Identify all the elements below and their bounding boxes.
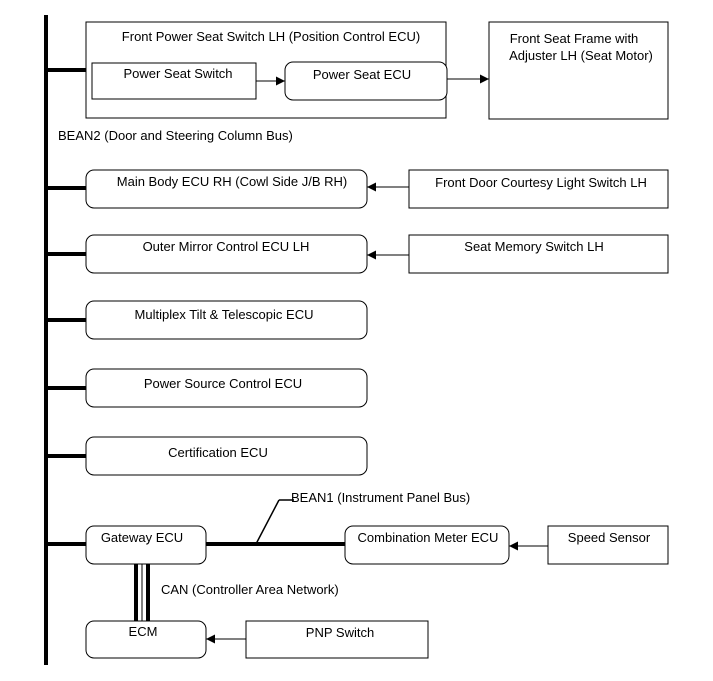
certification-ecu-label: Certification ECU xyxy=(168,445,268,460)
bean1-leader-line xyxy=(255,499,280,545)
tilt-telescopic-ecu-box[interactable] xyxy=(85,300,368,340)
group-title: Front Power Seat Switch LH (Position Con… xyxy=(122,29,420,44)
bean2-label: BEAN2 (Door and Steering Column Bus) xyxy=(58,128,293,143)
seat-frame-label-line1: Front Seat Frame with xyxy=(510,31,639,46)
tilt-telescopic-ecu-label: Multiplex Tilt & Telescopic ECU xyxy=(135,307,314,322)
seat-frame-label-line2: Adjuster LH (Seat Motor) xyxy=(509,48,653,63)
power-seat-switch-box[interactable] xyxy=(91,62,257,100)
seat-memory-switch-label: Seat Memory Switch LH xyxy=(464,239,603,254)
combination-meter-ecu-label: Combination Meter ECU xyxy=(358,530,499,545)
courtesy-light-switch-label: Front Door Courtesy Light Switch LH xyxy=(435,175,647,190)
gateway-ecu-label: Gateway ECU xyxy=(101,530,183,545)
main-body-ecu-label: Main Body ECU RH (Cowl Side J/B RH) xyxy=(117,174,347,189)
ecm-label: ECM xyxy=(129,624,158,639)
power-seat-ecu-label: Power Seat ECU xyxy=(313,67,411,82)
speed-sensor-label: Speed Sensor xyxy=(568,530,651,545)
pnp-switch-box[interactable] xyxy=(245,620,429,659)
seat-frame-box[interactable] xyxy=(488,21,669,120)
power-source-ecu-box[interactable] xyxy=(85,368,368,408)
courtesy-light-switch-box[interactable] xyxy=(408,169,669,209)
seat-memory-switch-box[interactable] xyxy=(408,234,669,274)
outer-mirror-ecu-label: Outer Mirror Control ECU LH xyxy=(143,239,310,254)
speed-sensor-box[interactable] xyxy=(547,525,669,565)
pnp-switch-label: PNP Switch xyxy=(306,625,374,640)
power-seat-ecu-box[interactable] xyxy=(284,61,448,101)
power-source-ecu-label: Power Source Control ECU xyxy=(144,376,302,391)
can-label: CAN (Controller Area Network) xyxy=(161,582,339,597)
certification-ecu-box[interactable] xyxy=(85,436,368,476)
power-seat-switch-label: Power Seat Switch xyxy=(123,66,232,81)
bean1-label: BEAN1 (Instrument Panel Bus) xyxy=(291,490,470,505)
